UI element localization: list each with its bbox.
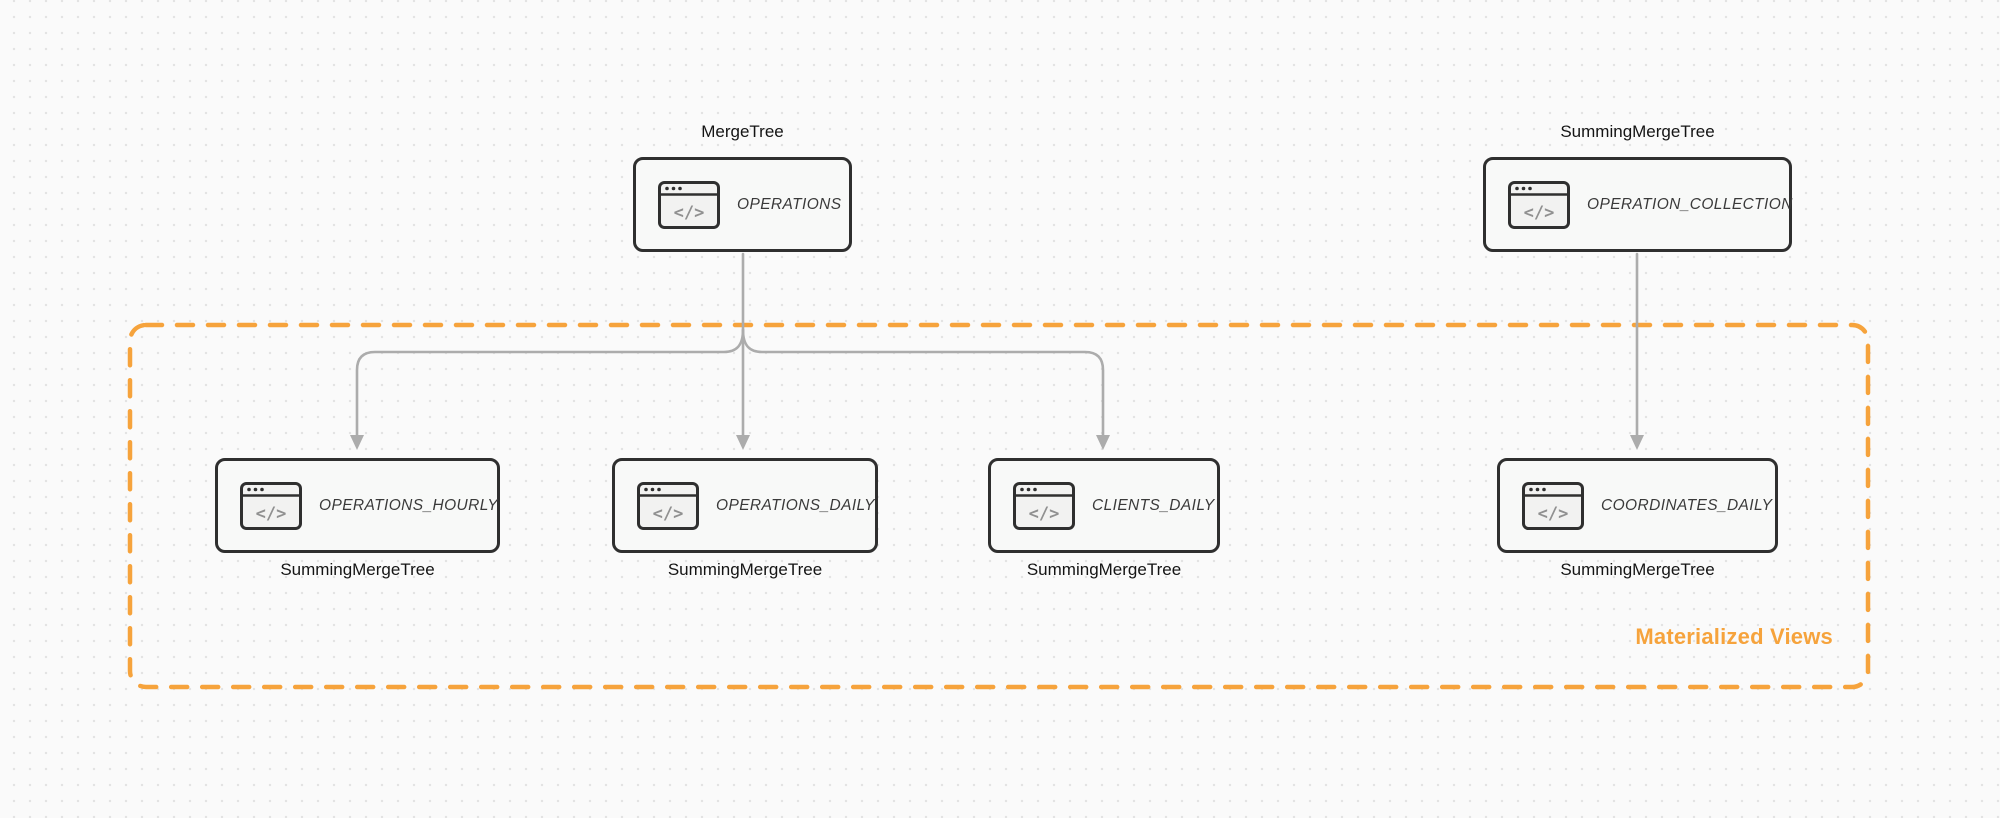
materialized-views-label: Materialized Views (1635, 624, 1833, 649)
engine-label-operations: MergeTree (701, 122, 784, 141)
node-clients-daily[interactable]: </> CLIENTS_DAILY (988, 458, 1220, 553)
node-title: OPERATIONS_DAILY (716, 496, 875, 514)
svg-text:</>: </> (1538, 504, 1569, 524)
svg-text:</>: </> (674, 203, 705, 223)
engine-label-coordinates-daily: SummingMergeTree (1560, 560, 1715, 579)
engine-label-operations-hourly: SummingMergeTree (280, 560, 435, 579)
arrowhead-icon (350, 435, 364, 450)
node-coordinates-daily[interactable]: </> COORDINATES_DAILY (1497, 458, 1778, 553)
node-title: OPERATIONS_HOURLY (319, 496, 499, 514)
node-operations[interactable]: </> OPERATIONS (633, 157, 852, 252)
node-operations-hourly[interactable]: </> OPERATIONS_HOURLY (215, 458, 500, 553)
code-window-icon: </> (240, 481, 302, 530)
arrowhead-icon (1096, 435, 1110, 450)
svg-text:</>: </> (256, 504, 287, 524)
node-operations-daily[interactable]: </> OPERATIONS_DAILY (612, 458, 878, 553)
svg-text:</>: </> (1524, 203, 1555, 223)
code-window-icon: </> (658, 180, 720, 229)
engine-label-operation-collection: SummingMergeTree (1560, 122, 1715, 141)
svg-text:</>: </> (653, 504, 684, 524)
edge-operations-to-operations-hourly (355, 328, 745, 438)
arrowhead-icon (1630, 435, 1644, 450)
svg-text:</>: </> (1029, 504, 1060, 524)
code-window-icon: </> (1508, 180, 1570, 229)
code-window-icon: </> (1013, 481, 1075, 530)
code-window-icon: </> (1522, 481, 1584, 530)
edge-operations-to-clients-daily (741, 328, 1105, 438)
node-title: CLIENTS_DAILY (1092, 496, 1215, 514)
engine-label-clients-daily: SummingMergeTree (1026, 560, 1182, 579)
engine-label-operations-daily: SummingMergeTree (667, 560, 823, 579)
code-window-icon: </> (637, 481, 699, 530)
arrowhead-icon (736, 435, 750, 450)
node-title: OPERATION_COLLECTION (1587, 195, 1793, 213)
node-title: OPERATIONS (737, 195, 842, 213)
node-operation-collection[interactable]: </> OPERATION_COLLECTION (1483, 157, 1792, 252)
node-title: COORDINATES_DAILY (1601, 496, 1773, 514)
